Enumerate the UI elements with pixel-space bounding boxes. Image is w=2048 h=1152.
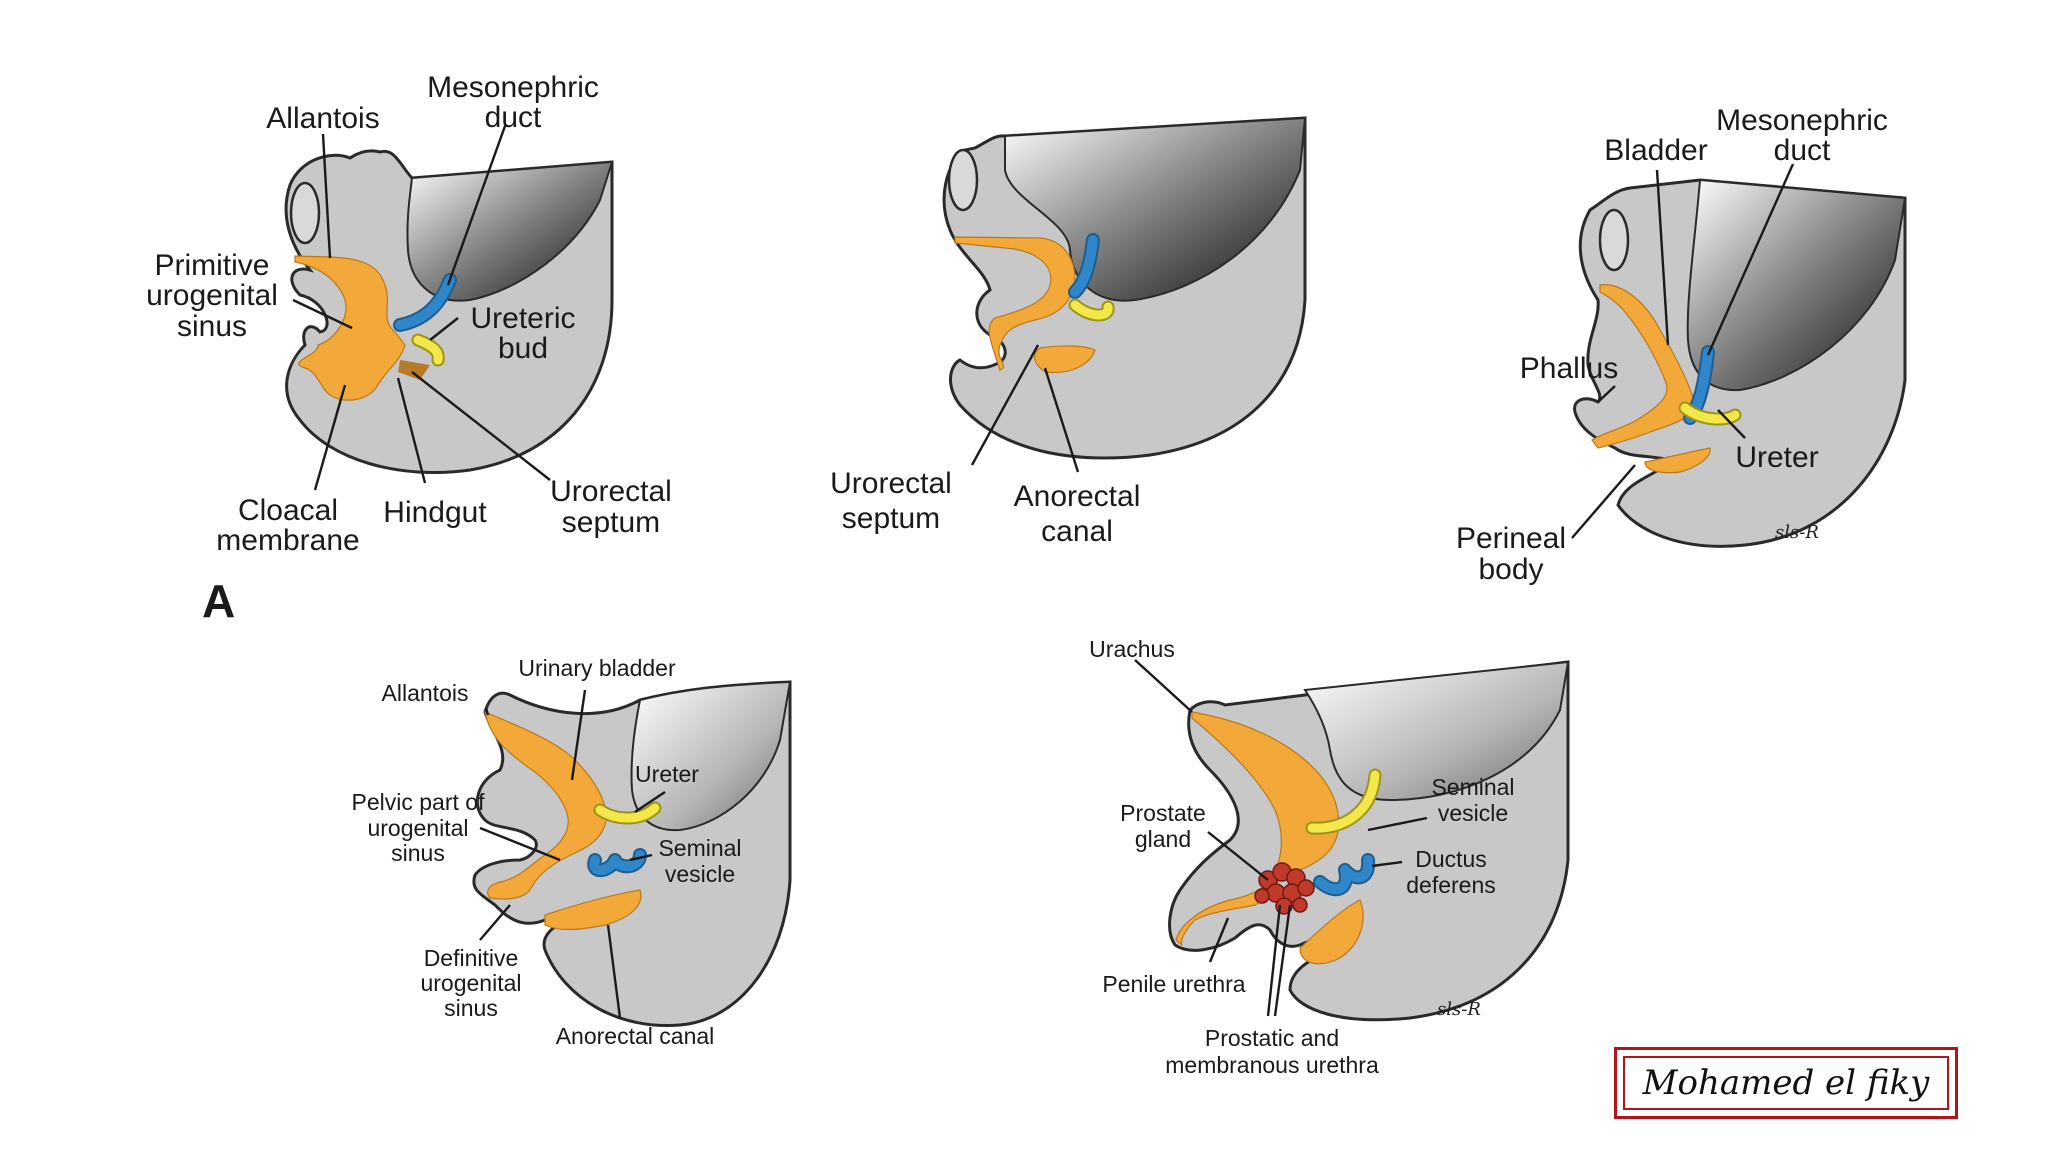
hindgut-cavity-c: [1686, 178, 1907, 392]
label-phallus-c: Phallus: [1520, 352, 1618, 385]
label-ureter-d: Ureter: [635, 761, 699, 787]
label-pelvic-d-3: sinus: [391, 840, 445, 866]
anorectal-canal-b: [1033, 345, 1096, 374]
anal-region-e: [1299, 899, 1364, 965]
label-primitive-a-3: sinus: [177, 310, 247, 343]
leader-lines-b: [970, 344, 1080, 473]
label-seminal-e-2: vesicle: [1438, 800, 1508, 826]
allantois-tube-b: [947, 148, 979, 212]
label-anorectal-b-1: Anorectal: [1014, 480, 1141, 513]
label-urinary-bladder-d: Urinary bladder: [518, 655, 676, 681]
watermark-text: Mohamed el fiky: [1642, 1063, 1930, 1103]
label-prostate-e-1: Prostate: [1120, 800, 1206, 826]
label-prostate-e-2: gland: [1135, 826, 1191, 852]
anorectal-canal-d: [544, 889, 642, 931]
ureter-b: [1070, 300, 1113, 320]
leader-lines-d: [479, 689, 666, 1019]
panel-e: Urachus Prostate gland Seminal vesicle D…: [1089, 636, 1570, 1078]
ureter-d: [595, 803, 660, 823]
label-seminal-e-1: Seminal: [1431, 774, 1514, 800]
panel-b: Urorectal septum Anorectal canal: [830, 116, 1307, 548]
label-seminal-d-1: Seminal: [658, 835, 741, 861]
label-primitive-a-2: urogenital: [146, 279, 278, 312]
label-bladder-c: Bladder: [1604, 134, 1707, 167]
watermark-frame: Mohamed el fiky: [1614, 1047, 1958, 1119]
signature-e: sls-R: [1437, 999, 1481, 1020]
ductus-deferens-e: [1315, 855, 1374, 895]
watermark-inner-frame: Mohamed el fiky: [1623, 1056, 1949, 1110]
label-perineal-c-2: body: [1478, 553, 1543, 586]
label-pelvic-d-2: urogenital: [367, 815, 468, 841]
label-mesonephric-a-1: Mesonephric: [427, 71, 599, 104]
leader-lines-a: [292, 125, 551, 491]
label-primitive-a-1: Primitive: [154, 249, 269, 282]
panel-d: Urinary bladder Allantois Ureter Pelvic …: [352, 655, 792, 1049]
label-definitive-d-2: urogenital: [420, 970, 521, 996]
panel-letter-a: A: [202, 575, 235, 627]
hindgut-cavity-b: [1004, 116, 1307, 302]
label-mesonephric-c-1: Mesonephric: [1716, 104, 1888, 137]
label-prostatic-e-1: Prostatic and: [1205, 1025, 1339, 1051]
urogenital-sinus-b: [954, 236, 1076, 371]
label-prostatic-e-2: membranous urethra: [1165, 1052, 1379, 1078]
label-urorectal-a-1: Urorectal: [550, 475, 672, 508]
label-anorectal-b-2: canal: [1041, 515, 1113, 548]
label-urachus-e: Urachus: [1089, 636, 1175, 662]
mesonephric-duct-a: [395, 275, 455, 330]
label-definitive-d-3: sinus: [444, 995, 498, 1021]
label-penile-urethra-e: Penile urethra: [1102, 971, 1245, 997]
bladder-cavity-d: [630, 680, 792, 832]
label-hindgut-a: Hindgut: [383, 496, 487, 529]
ureter-c: [1680, 403, 1740, 424]
mesonephric-duct-b: [1070, 235, 1098, 297]
ureteric-bud-a: [413, 335, 443, 365]
panel-c: Bladder Mesonephric duct Phallus Ureter …: [1456, 104, 1907, 586]
label-anorectal-canal-d: Anorectal canal: [556, 1023, 715, 1049]
label-allantois-a: Allantois: [266, 102, 379, 135]
label-ductus-e-2: deferens: [1406, 872, 1496, 898]
hindgut-cavity-a: [406, 160, 614, 302]
label-urorectal-a-2: septum: [562, 506, 660, 539]
leader-lines-c: [1571, 163, 1795, 539]
label-mesonephric-c-2: duct: [1774, 134, 1831, 167]
label-pelvic-d-1: Pelvic part of: [352, 789, 486, 815]
label-perineal-c-1: Perineal: [1456, 522, 1566, 555]
label-cloacal-a-1: Cloacal: [238, 494, 338, 527]
bladder-cavity-e: [1303, 660, 1570, 802]
urorectal-septum-a: [398, 360, 430, 380]
seminal-vesicle-e: [1307, 770, 1380, 833]
label-urorectal-b-1: Urorectal: [830, 467, 952, 500]
perineal-body-c: [1644, 447, 1711, 474]
label-mesonephric-a-2: duct: [485, 101, 542, 134]
panel-a: Allantois Mesonephric duct Primitive uro…: [146, 71, 672, 627]
label-allantois-d: Allantois: [382, 680, 469, 706]
label-cloacal-a-2: membrane: [216, 524, 359, 557]
urinary-bladder-e: [1175, 711, 1340, 946]
allantois-tube-c: [1598, 208, 1630, 272]
allantois-tube-a: [289, 181, 321, 245]
signature-c: sls-R: [1775, 522, 1819, 543]
leader-lines-e: [1134, 659, 1428, 1017]
label-ureteric-a-1: Ureteric: [470, 302, 575, 335]
urinary-bladder-d: [484, 710, 607, 900]
label-seminal-d-2: vesicle: [665, 861, 735, 887]
label-ductus-e-1: Ductus: [1415, 846, 1487, 872]
label-ureter-c: Ureter: [1735, 441, 1818, 474]
label-ureteric-a-2: bud: [498, 332, 548, 365]
label-definitive-d-1: Definitive: [424, 945, 519, 971]
label-urorectal-b-2: septum: [842, 502, 940, 535]
